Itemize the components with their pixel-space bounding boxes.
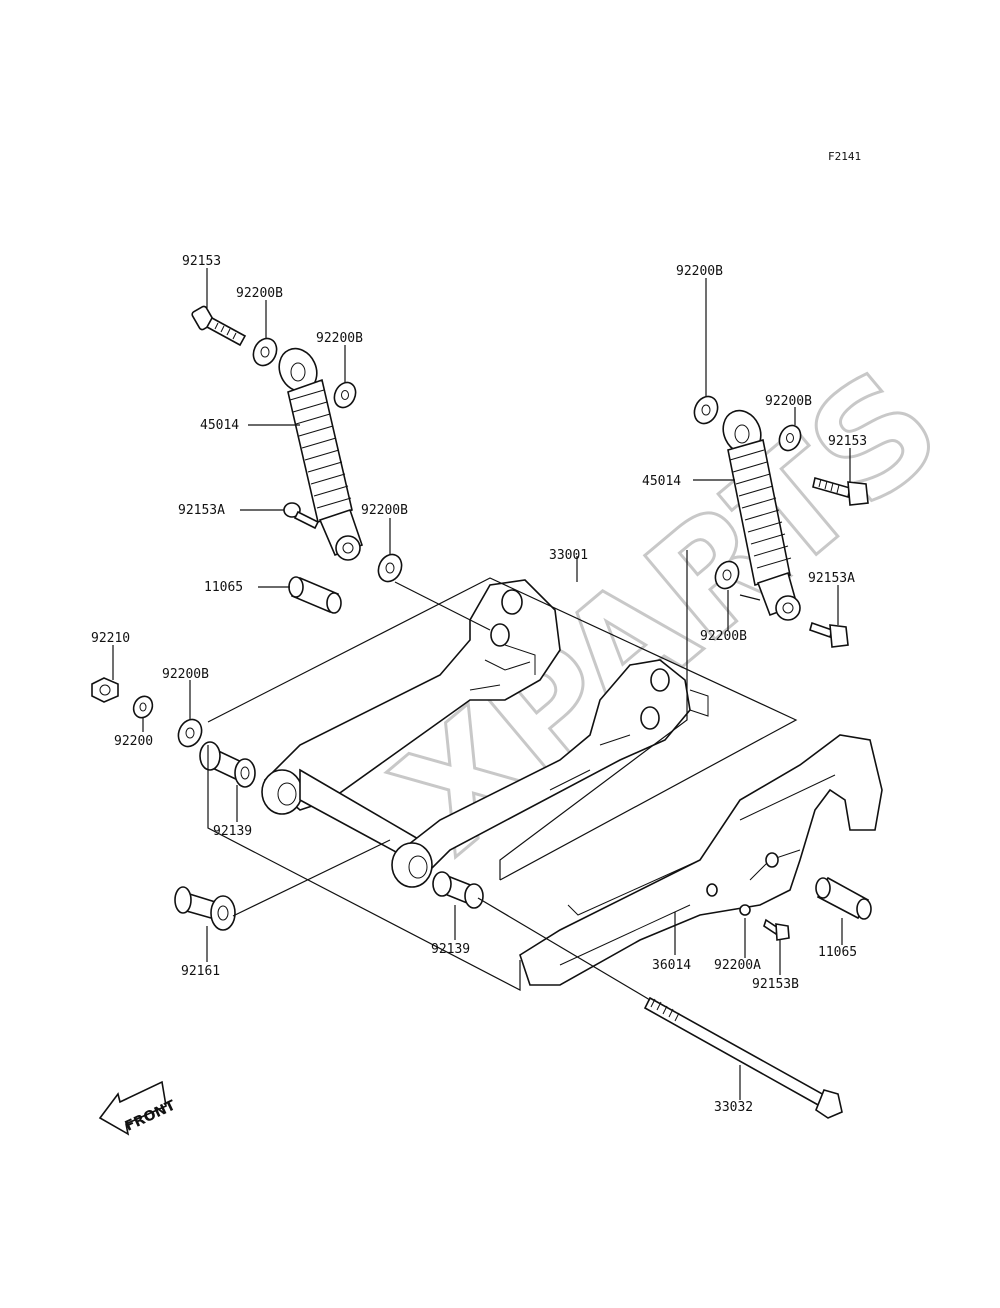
washer-left-1 bbox=[252, 337, 278, 367]
label-bolt-small: 92153B bbox=[752, 977, 799, 992]
shock-absorber-right bbox=[722, 409, 801, 621]
bushing-outer bbox=[174, 886, 236, 931]
bolt-left-top bbox=[191, 305, 247, 347]
front-arrow: FRONT bbox=[98, 1080, 178, 1136]
label-swingarm: 33001 bbox=[549, 548, 588, 563]
label-washer-left-3: 92200B bbox=[361, 503, 408, 518]
label-bolt-left-top: 92153 bbox=[182, 254, 221, 269]
label-collar-right: 11065 bbox=[818, 945, 857, 960]
bolt-small bbox=[763, 918, 790, 941]
collar-left bbox=[288, 576, 342, 614]
label-collar-left: 11065 bbox=[204, 580, 243, 595]
label-washer-right-1: 92200B bbox=[676, 264, 723, 279]
washer-right-2 bbox=[778, 424, 802, 452]
shock-absorber-left bbox=[278, 347, 364, 561]
bolt-left-bottom bbox=[283, 502, 320, 530]
leader-lines bbox=[112, 268, 851, 1100]
watermark: XPARTS bbox=[365, 337, 972, 886]
label-washer-small: 92200A bbox=[714, 958, 761, 973]
washer-nut-b bbox=[177, 718, 203, 748]
collar-right bbox=[815, 876, 872, 920]
washer-right-1 bbox=[693, 395, 719, 425]
washer-nut bbox=[132, 695, 154, 719]
label-washer-nut-b: 92200B bbox=[162, 667, 209, 682]
label-washer-nut: 92200 bbox=[114, 734, 153, 749]
swingarm bbox=[261, 579, 709, 888]
label-bushing-left: 92139 bbox=[213, 824, 252, 839]
assembly-lines bbox=[207, 550, 798, 1001]
label-bolt-right-bottom: 92153A bbox=[808, 571, 855, 586]
pivot-shaft bbox=[643, 996, 843, 1119]
washer-left-3 bbox=[377, 553, 403, 583]
label-washer-left-2: 92200B bbox=[316, 331, 363, 346]
washer-right-3 bbox=[714, 560, 740, 590]
label-washer-left-1: 92200B bbox=[236, 286, 283, 301]
label-bolt-left-bottom: 92153A bbox=[178, 503, 225, 518]
washer-left-2 bbox=[333, 381, 357, 409]
figure-code: F2141 bbox=[828, 150, 861, 163]
label-shock-right: 45014 bbox=[642, 474, 681, 489]
label-washer-right-2: 92200B bbox=[765, 394, 812, 409]
label-shock-left: 45014 bbox=[200, 418, 239, 433]
label-nut: 92210 bbox=[91, 631, 130, 646]
nut bbox=[91, 677, 119, 703]
washer-small bbox=[739, 904, 751, 916]
chain-guard bbox=[519, 734, 883, 986]
label-bushing-right: 92139 bbox=[431, 942, 470, 957]
label-bolt-right-top: 92153 bbox=[828, 434, 867, 449]
label-pivot-shaft: 33032 bbox=[714, 1100, 753, 1115]
label-chain-guard: 36014 bbox=[652, 958, 691, 973]
label-bushing-outer: 92161 bbox=[181, 964, 220, 979]
bolt-right-bottom bbox=[809, 621, 849, 648]
bolt-right-top bbox=[812, 476, 869, 506]
label-washer-right-3: 92200B bbox=[700, 629, 747, 644]
bushing-right bbox=[432, 871, 484, 909]
